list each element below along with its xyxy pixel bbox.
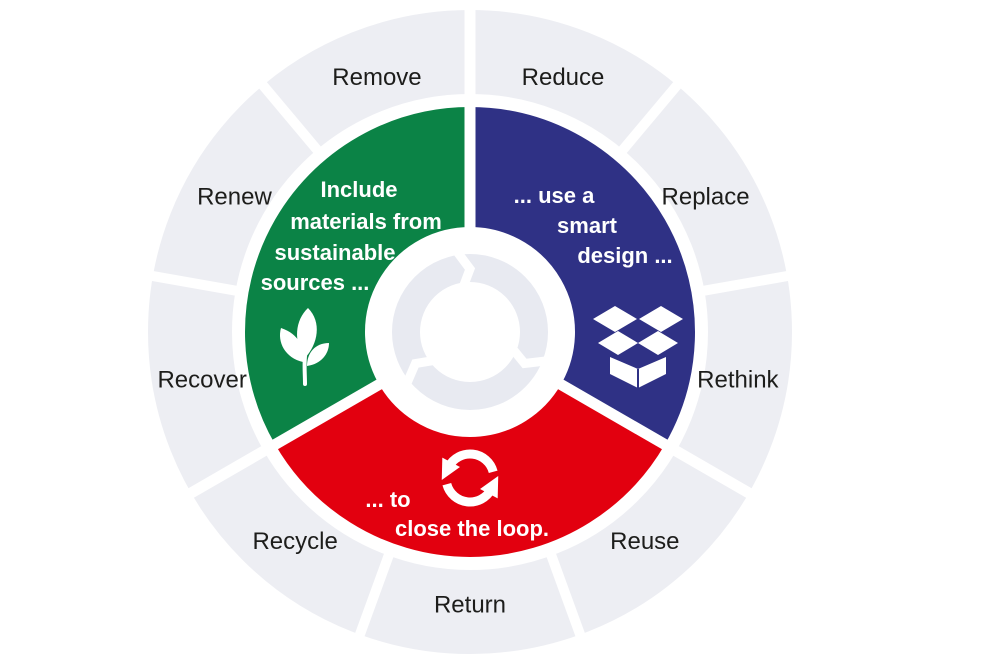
segment-label-line: Include [320,177,397,202]
segment-label-line: design ... [577,243,672,268]
divider-line [142,269,243,297]
segment-label-line: close the loop. [395,516,549,541]
segment-label-line: smart [557,213,618,238]
outer-ring-label-recycle: Recycle [252,528,337,555]
open-box-icon [593,306,683,388]
divider-line [697,269,798,297]
segment-close-loop [275,383,665,557]
cycle-ring-notch [453,249,476,290]
outer-ring-label-renew: Renew [197,184,272,211]
segment-include-materials [245,107,472,445]
divider-line [550,375,761,503]
divider-line [615,74,688,158]
outer-ring-label-reuse: Reuse [610,528,679,555]
cycle-ring-notch [508,345,547,369]
outer-ring-label-rethink: Rethink [697,367,779,394]
divider-line [252,74,325,158]
cycle-ring-icon [392,249,548,410]
divider-line [351,548,396,646]
leaf-icon [279,308,329,386]
segment-label-line: sustainable [274,240,395,265]
outer-ring-label-reduce: Reduce [522,64,605,91]
segment-label-line: ... to [365,487,410,512]
segment-label-line: ... use a [514,183,595,208]
divider-line [544,548,589,646]
outer-ring-label-recover: Recover [157,367,246,394]
segment-label-line: sources ... [261,270,370,295]
divider-line [179,375,390,503]
cycle-ring-notch [402,355,436,385]
outer-ring-label-remove: Remove [332,64,421,91]
segment-label-line: materials from [290,209,442,234]
outer-ring-label-return: Return [434,592,506,619]
cycle-arrows-icon [441,449,499,507]
outer-ring-label-replace: Replace [662,184,750,211]
